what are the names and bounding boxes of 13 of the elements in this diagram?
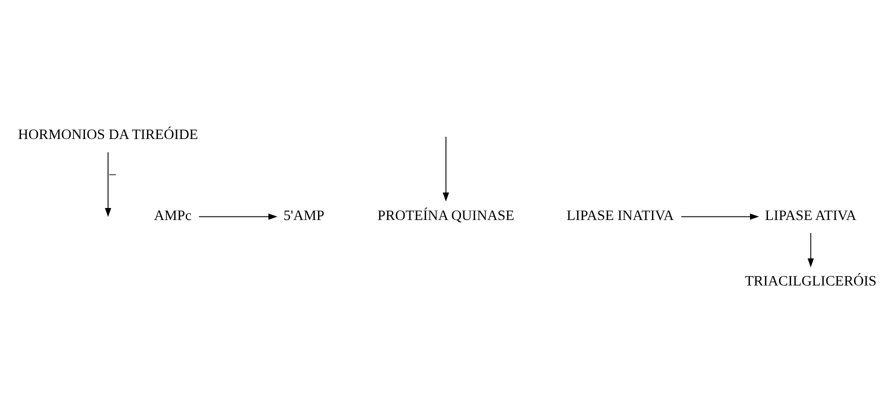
arrow: [680, 212, 759, 220]
edge-label: −: [108, 167, 117, 184]
arrow: [198, 212, 278, 220]
arrow: [104, 151, 112, 216]
node-text: TRIACILGLICERÓIS: [744, 273, 877, 290]
node-text: LIPASE INATIVA: [566, 208, 674, 224]
arrow: [808, 232, 814, 267]
node-text: AMPc: [154, 208, 192, 224]
node-text: LIPASE ATIVA: [765, 208, 856, 224]
arrow: [442, 136, 450, 202]
node-text: HORMONIOS DA TIREÓIDE: [18, 126, 198, 143]
node-text: PROTEÍNA QUINASE: [378, 208, 514, 224]
node-text: 5'AMP: [284, 208, 324, 224]
